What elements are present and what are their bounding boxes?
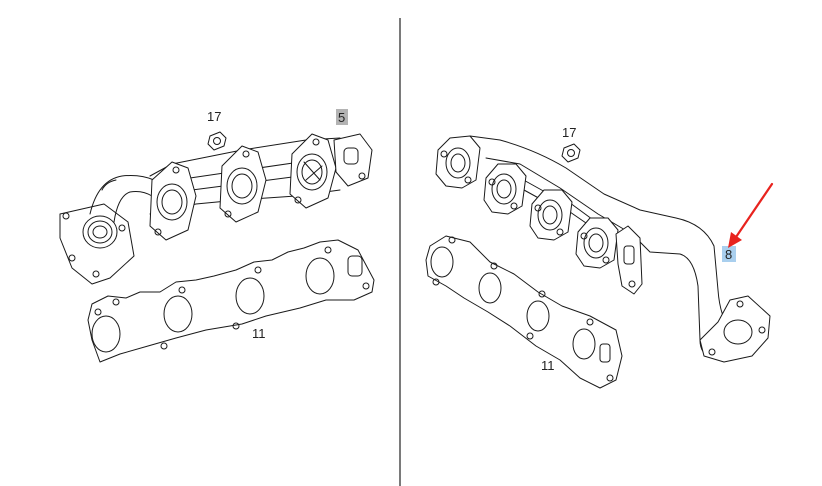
right-nut[interactable] (561, 143, 581, 163)
right-gasket-label: 11 (541, 358, 555, 373)
left-nut[interactable] (207, 131, 227, 151)
left-exhaust-manifold[interactable] (59, 133, 373, 285)
right-exhaust-manifold[interactable] (435, 135, 771, 363)
right-panel: 17 8 11 (425, 125, 774, 389)
left-gasket-label: 11 (252, 326, 266, 341)
right-manifold-label[interactable]: 8 (725, 247, 732, 262)
left-gasket[interactable] (87, 239, 375, 363)
right-nut-label: 17 (562, 125, 576, 140)
left-nut-label: 17 (207, 109, 221, 124)
left-manifold-label[interactable]: 5 (338, 110, 345, 125)
left-manifold-label-highlight (336, 109, 348, 125)
right-manifold-label-highlight (722, 246, 736, 262)
right-gasket[interactable] (425, 235, 623, 389)
left-panel: 17 5 11 (59, 109, 375, 363)
red-arrow-icon (728, 182, 774, 248)
